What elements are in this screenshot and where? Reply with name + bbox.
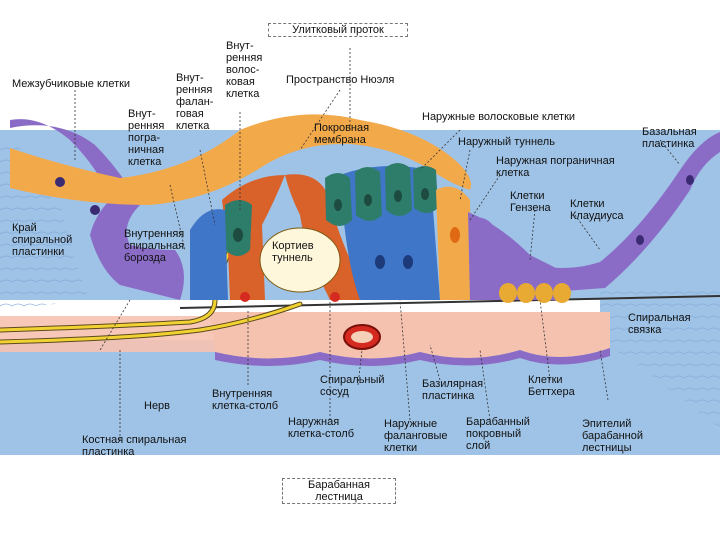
scala-tympani-label: Барабанная лестница [282,478,396,504]
limbus-epithelium [10,119,184,301]
nerve-label: Нерв [144,400,171,412]
tectorial-membrane-shape [10,114,471,205]
outer-border-cell-label: Наружная пограничная клетка [496,155,615,179]
nuel-space-label: Пространство Нюэля [286,74,395,86]
outer-tunnel-label: Наружный туннель [458,136,555,148]
leader-lines [74,48,681,440]
spiral-lamina-edge-label: Край спиральной пластинки [12,222,73,258]
claudius-cells-label: Клетки Клаудиуса [570,198,624,222]
basal-lamina-label: Базальная пластинка [642,126,697,150]
tympanic-covering-layer-shape [215,348,610,366]
inner-border-cell-label: Внут- ренняя погра- ничная клетка [128,108,165,168]
outer-phalangeal-cells-label: Наружные фаланговые клетки [384,418,448,454]
basilar-membrane-shape [210,312,610,359]
tympanic-covering-layer-label: Барабанный покровный слой [466,416,530,452]
outer-hair-cell [355,167,382,221]
basal-lamina-line [179,295,720,309]
inner-phalangeal-shape [190,209,228,300]
tympanic-epithelium-label: Эпителий барабанной лестницы [582,418,643,454]
boettcher-cells [499,283,571,303]
inner-phalangeal-cell-label: Внут- ренняя фалан- говая клетка [176,72,214,132]
basilar-membrane-label: Базилярная пластинка [422,378,484,402]
scala-tympani-region [0,340,720,455]
spiral-ligament-label: Спиральная связка [628,312,691,336]
corti-tunnel-label: Кортиев туннель [272,240,314,264]
nerve-fibers [0,237,303,345]
osseous-spiral-lamina-label: Костная спиральная пластинка [82,434,187,458]
cochlear-duct-label: Улитковый проток [268,23,408,37]
inner-hair-cell-shape [225,200,252,256]
spiral-vessel-lumen [351,331,373,343]
tectorial-membrane-label: Покровная мембрана [314,122,370,146]
inner-hair-cell-label: Внут- ренняя волос- ковая клетка [226,40,263,100]
outer-hair-cell [385,163,412,216]
corti-tunnel-shape [259,227,341,293]
hensen-cells-label: Клетки Гензена [510,190,551,214]
spiral-ligament-fibers [600,290,720,430]
outer-pillar-cell-label: Наружная клетка-столб [288,416,354,440]
spiral-vessel-label: Спиральный сосуд [320,374,385,398]
outer-border-cell-shape [436,186,472,300]
outer-hair-cells-label: Наружные волосковые клетки [422,111,576,123]
inner-pillar-cell-label: Внутренняя клетка-столб [212,388,278,412]
hensen-cells-shape [468,212,560,300]
nuclei [55,175,694,302]
boettcher-cells-label: Клетки Беттхера [528,374,575,398]
inner-spiral-sulcus-label: Внутренняя спиральная борозда [124,228,185,264]
interdental-cells-label: Межзубчиковые клетки [12,78,131,90]
